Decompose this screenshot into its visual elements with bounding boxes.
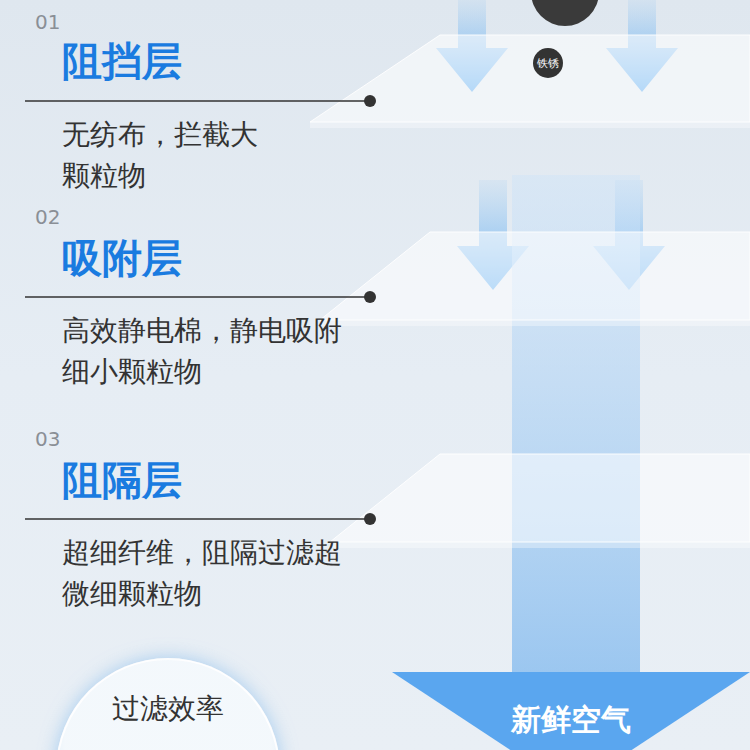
filter-layer [310, 35, 750, 122]
node-text: 铁锈 [537, 56, 559, 71]
efficiency-badge: 过滤效率 [56, 658, 280, 750]
leader-dot [364, 95, 376, 525]
layer-description: 超细纤维，阻隔过滤超微细颗粒物 [62, 533, 352, 614]
layer-title: 阻隔层 [62, 451, 282, 509]
layer-description: 高效静电棉，静电吸附细小颗粒物 [62, 311, 352, 392]
node-text: 过滤效率 [112, 690, 224, 728]
leader-line [25, 101, 370, 519]
layer-edge [330, 542, 750, 548]
callout-number: 03 [35, 425, 95, 454]
layer-description: 无纺布，拦截大颗粒物 [62, 115, 262, 196]
particle-dot: 铁锈 [533, 48, 563, 78]
layer-title: 吸附层 [62, 229, 282, 287]
layer-title: 阻挡层 [62, 32, 282, 90]
filter-layer [320, 232, 750, 320]
fresh-air-arrow: 新鲜空气 [392, 672, 750, 750]
layer-edge [320, 320, 750, 326]
filter-layer [330, 454, 750, 542]
callout-number: 01 [35, 8, 95, 37]
node-text: 新鲜空气 [511, 700, 631, 741]
layer-edge [310, 122, 750, 128]
callout-number: 02 [35, 203, 95, 232]
particle [531, 0, 599, 26]
